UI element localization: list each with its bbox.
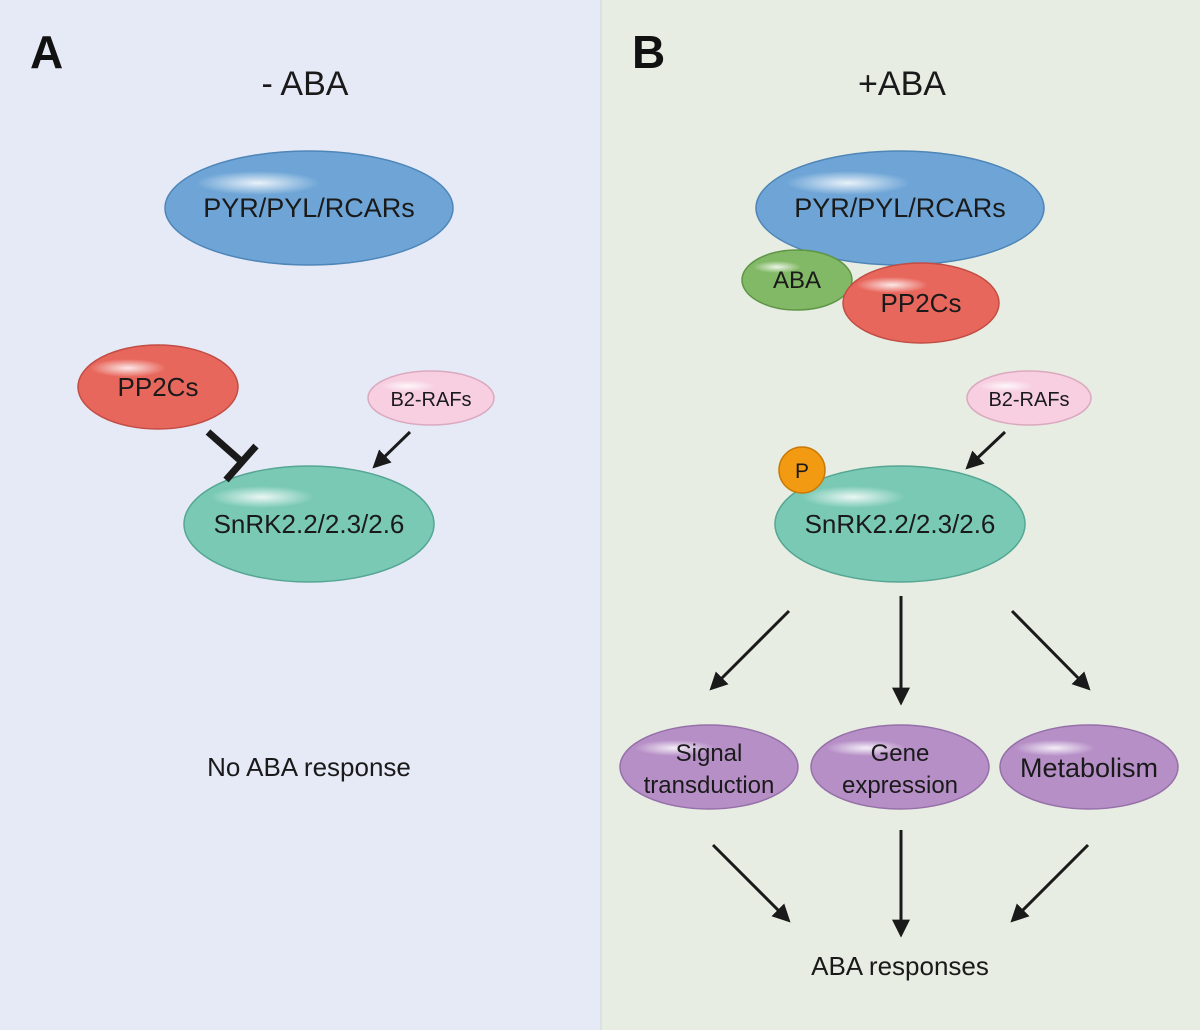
panel-b-letter: B [632,26,665,78]
panel-a-pp2c-label: PP2Cs [118,372,199,402]
panel-b-kinase-node: SnRK2.2/2.3/2.6 [774,465,1026,583]
panel-b-pp2c-node: PP2Cs [842,262,1000,344]
panel-b-output-gene-node: Gene expression [810,724,990,810]
panel-b-aba-node: ABA [741,249,853,311]
panel-b-metabolism-to-response-arrow [1010,843,1090,923]
panel-b-output-signal-line2: transduction [644,772,775,799]
panel-a-inhibition-edge [205,429,259,483]
panel-a-outcome: No ABA response [207,752,411,782]
panel-b-output-gene-line2: expression [842,772,958,799]
panel-b-raf-label: B2-RAFs [988,389,1069,411]
panel-b-output-gene-line1: Gene [871,740,930,767]
panel-a-kinase-node: SnRK2.2/2.3/2.6 [183,465,435,583]
panel-a-raf-to-kinase-arrow [372,430,412,469]
panel-a-raf-label: B2-RAFs [390,389,471,411]
panel-b-condition: +ABA [858,65,946,103]
panel-b-outcome: ABA responses [811,951,989,981]
panel-b-phosphate-label: P [795,460,809,483]
panel-b-receptor-node: PYR/PYL/RCARs [755,150,1045,266]
panel-b-receptor-label: PYR/PYL/RCARs [794,193,1006,223]
panel-b-output-signal-line1: Signal [676,740,743,767]
panel-b-signal-to-response-arrow [711,843,791,923]
panel-a-pp2c-node: PP2Cs [77,344,239,430]
panel-a: A - ABA PYR/PYL/RCARs PP2Cs B2-RAFs SnRK… [30,26,495,782]
panel-b-raf-to-kinase-arrow [965,430,1007,470]
panel-b-output-signal-node: Signal transduction [619,724,799,810]
panel-b-kinase-label: SnRK2.2/2.3/2.6 [805,509,996,539]
panel-a-receptor-node: PYR/PYL/RCARs [164,150,454,266]
panel-a-letter: A [30,26,63,78]
panel-b-aba-label: ABA [773,267,821,294]
panel-b-kinase-to-metabolism-arrow [1010,609,1091,691]
panel-b-kinase-to-signal-arrow [709,609,791,691]
panel-a-raf-node: B2-RAFs [367,370,495,426]
panel-b-pp2c-label: PP2Cs [881,288,962,318]
panel-b-raf-node: B2-RAFs [966,370,1092,426]
panel-b-output-metabolism-label: Metabolism [1020,753,1158,783]
panel-a-kinase-label: SnRK2.2/2.3/2.6 [214,509,405,539]
panel-b: B +ABA PYR/PYL/RCARs ABA PP2Cs B2-RAFs [619,26,1179,981]
panel-b-phosphate-node: P [778,446,826,494]
panel-a-condition: - ABA [262,65,349,103]
panel-a-receptor-label: PYR/PYL/RCARs [203,193,415,223]
panel-b-output-metabolism-node: Metabolism [999,724,1179,810]
